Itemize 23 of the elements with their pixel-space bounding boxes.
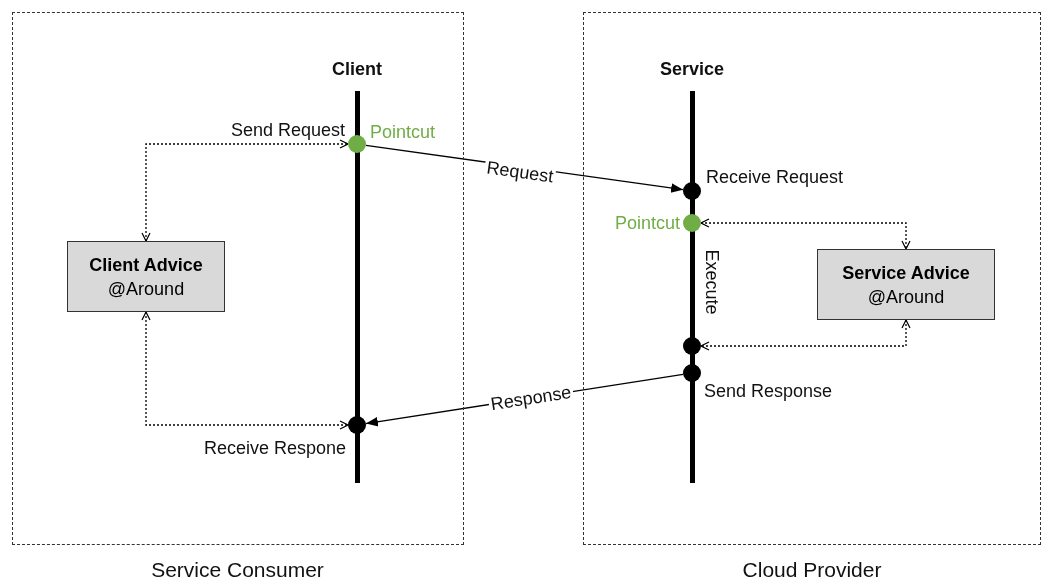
- lifeline-title: Client: [331, 59, 383, 79]
- advice-box: Client Advice @Around: [67, 241, 225, 312]
- dotted-arrow: [141, 311, 349, 430]
- group-title: Cloud Provider: [741, 558, 883, 580]
- event-label: Send Request: [229, 120, 345, 140]
- group-title: Service Consumer: [150, 558, 325, 580]
- event-dot: [348, 135, 366, 153]
- event-label: Send Response: [704, 381, 833, 401]
- event-dot: [348, 416, 366, 434]
- advice-box: Service Advice @Around: [817, 249, 995, 320]
- execute-label: Execute: [702, 249, 722, 315]
- event-dot: [683, 214, 701, 232]
- dotted-arrow: [700, 319, 911, 351]
- dotted-arrow: [700, 218, 911, 250]
- event-label: Pointcut: [370, 122, 436, 142]
- dotted-arrow: [141, 139, 349, 242]
- event-label: Pointcut: [613, 213, 680, 233]
- event-dot: [683, 364, 701, 382]
- event-label: Receive Request: [706, 167, 844, 187]
- lifeline-title: Service: [658, 59, 726, 79]
- event-dot: [683, 337, 701, 355]
- event-label: Receive Respone: [202, 438, 346, 458]
- event-dot: [683, 182, 701, 200]
